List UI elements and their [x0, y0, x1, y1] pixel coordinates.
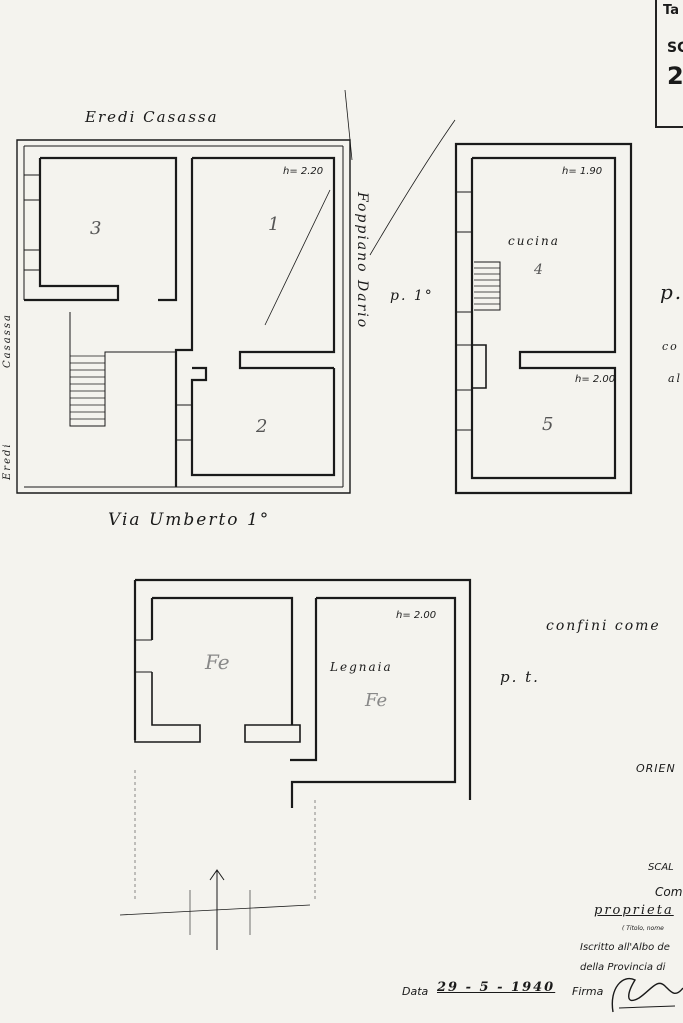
- label-provincia: della Provincia di: [580, 962, 666, 973]
- room-label-cucina: cucina: [508, 234, 560, 248]
- title-block-line1: Ta: [663, 3, 679, 18]
- title-block-line3: 2: [667, 62, 683, 90]
- scale-label: SCAL: [648, 862, 674, 873]
- room-number-3: 3: [90, 218, 102, 239]
- neighbor-label-side-eredi: Eredi: [2, 442, 13, 480]
- height-legnaia: h= 2.00: [396, 610, 437, 621]
- room-label-legnaia: Legnaia: [330, 660, 393, 674]
- room-number-1: 1: [268, 214, 280, 235]
- label-proprieta: proprieta: [594, 903, 674, 918]
- height-room-1: h= 2.20: [283, 166, 324, 177]
- signature-mark: [611, 977, 683, 1013]
- label-com: Com: [655, 885, 683, 899]
- orientation-label: ORIEN: [636, 762, 676, 775]
- room-number-5: 5: [542, 414, 554, 435]
- neighbor-label-foppiano: Foppiano Dario: [354, 192, 370, 330]
- label-p-right: p.: [660, 280, 683, 304]
- signature-label: Firma: [572, 985, 604, 998]
- title-block-line2: SC: [667, 40, 683, 56]
- height-room-5: h= 2.00: [575, 374, 616, 385]
- room-number-4: 4: [534, 262, 543, 278]
- street-label: Via Umberto 1°: [108, 510, 271, 530]
- floor-label-ground: p. t.: [500, 668, 540, 686]
- boundary-note: confini come: [546, 618, 661, 634]
- label-co-right: co: [662, 340, 679, 353]
- floor-label-first: p. 1°: [390, 288, 434, 304]
- room-mark-fe-1: Fe: [205, 650, 230, 674]
- plan-first-floor-left: [16, 139, 351, 494]
- neighbor-label-side-casassa: Casassa: [2, 313, 13, 368]
- label-titolo-nome: ( Titolo, nome: [622, 925, 664, 932]
- neighbor-label-top: Eredi Casassa: [85, 108, 219, 126]
- title-block: Ta SC 2: [655, 0, 683, 128]
- date-value: 29 - 5 - 1940: [437, 980, 556, 995]
- plan-first-floor-right: [454, 142, 633, 495]
- label-al-right: al: [668, 372, 683, 385]
- room-mark-fe-2: Fe: [365, 690, 388, 711]
- room-number-2: 2: [256, 416, 268, 437]
- plan-ground-floor: [119, 578, 472, 950]
- date-label: Data: [402, 985, 429, 998]
- height-cucina: h= 1.90: [562, 166, 603, 177]
- label-iscritto: Iscritto all'Albo de: [580, 942, 670, 953]
